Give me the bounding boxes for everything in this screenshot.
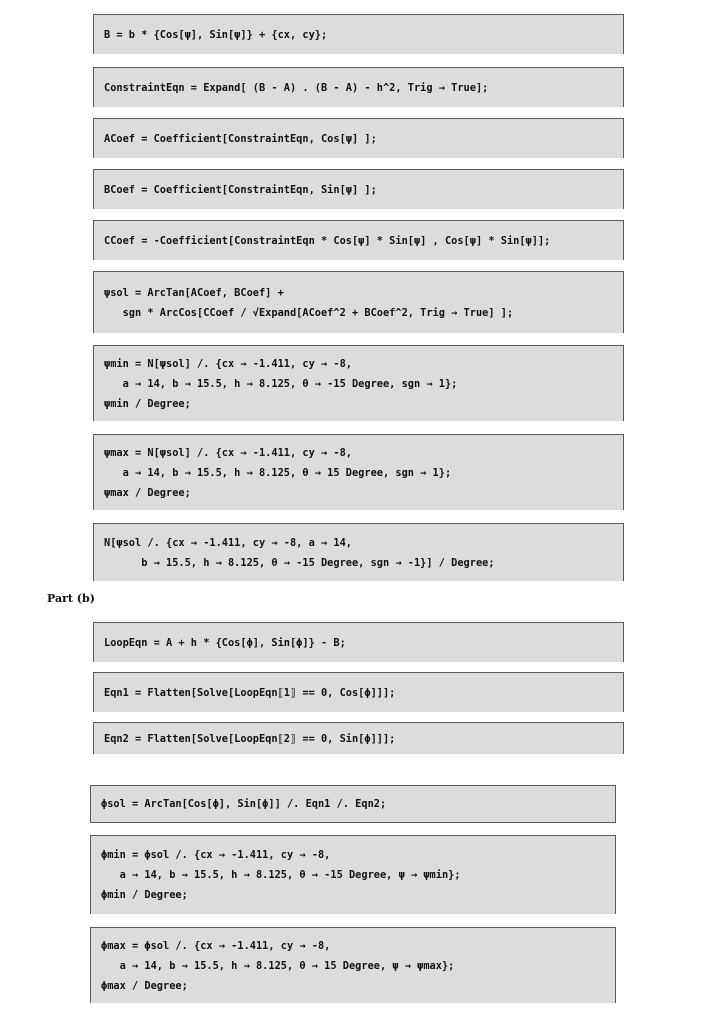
code-line: a → 14, b → 15.5, h → 8.125, θ → -15 Deg… <box>104 377 458 390</box>
code-cell-psisol[interactable]: ψsol = ArcTan[ACoef, BCoef] + sgn * ArcC… <box>93 271 624 333</box>
code-line: ϕmin / Degree; <box>101 889 188 901</box>
code-line: BCoef = Coefficient[ConstraintEqn, Sin[ψ… <box>104 183 377 196</box>
code-cell-b-definition[interactable]: B = b * {Cos[ψ], Sin[ψ]} + {cx, cy}; <box>93 14 624 54</box>
code-line: N[ψsol /. {cx → -1.411, cy → -8, a → 14, <box>104 536 352 549</box>
code-line: ψmin = N[ψsol] /. {cx → -1.411, cy → -8, <box>104 357 352 370</box>
code-cell-psimin[interactable]: ψmin = N[ψsol] /. {cx → -1.411, cy → -8,… <box>93 345 624 421</box>
code-line: ψmax = N[ψsol] /. {cx → -1.411, cy → -8, <box>104 446 352 459</box>
code-cell-psisol-evaluation[interactable]: N[ψsol /. {cx → -1.411, cy → -8, a → 14,… <box>93 523 624 581</box>
code-line: ϕmax / Degree; <box>101 979 188 992</box>
code-line: B = b * {Cos[ψ], Sin[ψ]} + {cx, cy}; <box>104 28 328 41</box>
code-line: ACoef = Coefficient[ConstraintEqn, Cos[ψ… <box>104 132 377 145</box>
code-line: CCoef = -Coefficient[ConstraintEqn * Cos… <box>104 234 551 247</box>
code-cell-phimin[interactable]: ϕmin = ϕsol /. {cx → -1.411, cy → -8, a … <box>90 835 616 914</box>
code-line: sgn * ArcCos[CCoef / √Expand[ACoef^2 + B… <box>104 306 514 319</box>
code-cell-eqn1[interactable]: Eqn1 = Flatten[Solve[LoopEqn⟦1⟧ == 0, Co… <box>93 672 624 712</box>
code-cell-acoef[interactable]: ACoef = Coefficient[ConstraintEqn, Cos[ψ… <box>93 118 624 158</box>
code-line: LoopEqn = A + h * {Cos[ϕ], Sin[ϕ]} - B; <box>104 636 346 649</box>
code-line: a → 14, b → 15.5, h → 8.125, θ → 15 Degr… <box>101 959 455 972</box>
code-line: ψmax / Degree; <box>104 486 191 499</box>
part-b-heading: Part (b) <box>47 592 95 605</box>
code-cell-constraint-eqn[interactable]: ConstraintEqn = Expand[ (B - A) . (B - A… <box>93 67 624 107</box>
code-cell-phimax[interactable]: ϕmax = ϕsol /. {cx → -1.411, cy → -8, a … <box>90 927 616 1003</box>
code-cell-phisol[interactable]: ϕsol = ArcTan[Cos[ϕ], Sin[ϕ]] /. Eqn1 /.… <box>90 785 616 823</box>
code-line: ϕsol = ArcTan[Cos[ϕ], Sin[ϕ]] /. Eqn1 /.… <box>101 798 387 810</box>
code-line: ConstraintEqn = Expand[ (B - A) . (B - A… <box>104 81 489 94</box>
code-line: ψsol = ArcTan[ACoef, BCoef] + <box>104 286 284 299</box>
code-line: ϕmax = ϕsol /. {cx → -1.411, cy → -8, <box>101 939 331 952</box>
code-line: a → 14, b → 15.5, h → 8.125, θ → -15 Deg… <box>101 869 461 881</box>
code-cell-psimax[interactable]: ψmax = N[ψsol] /. {cx → -1.411, cy → -8,… <box>93 434 624 510</box>
code-cell-loop-eqn[interactable]: LoopEqn = A + h * {Cos[ϕ], Sin[ϕ]} - B; <box>93 622 624 662</box>
code-line: ψmin / Degree; <box>104 397 191 410</box>
code-line: b → 15.5, h → 8.125, θ → -15 Degree, sgn… <box>104 556 495 569</box>
code-cell-bcoef[interactable]: BCoef = Coefficient[ConstraintEqn, Sin[ψ… <box>93 169 624 209</box>
code-line: a → 14, b → 15.5, h → 8.125, θ → 15 Degr… <box>104 466 452 479</box>
code-cell-ccoef[interactable]: CCoef = -Coefficient[ConstraintEqn * Cos… <box>93 220 624 260</box>
code-line: Eqn2 = Flatten[Solve[LoopEqn⟦2⟧ == 0, Si… <box>104 732 396 745</box>
code-line: Eqn1 = Flatten[Solve[LoopEqn⟦1⟧ == 0, Co… <box>104 686 396 699</box>
code-line: ϕmin = ϕsol /. {cx → -1.411, cy → -8, <box>101 849 331 861</box>
code-cell-eqn2[interactable]: Eqn2 = Flatten[Solve[LoopEqn⟦2⟧ == 0, Si… <box>93 722 624 754</box>
